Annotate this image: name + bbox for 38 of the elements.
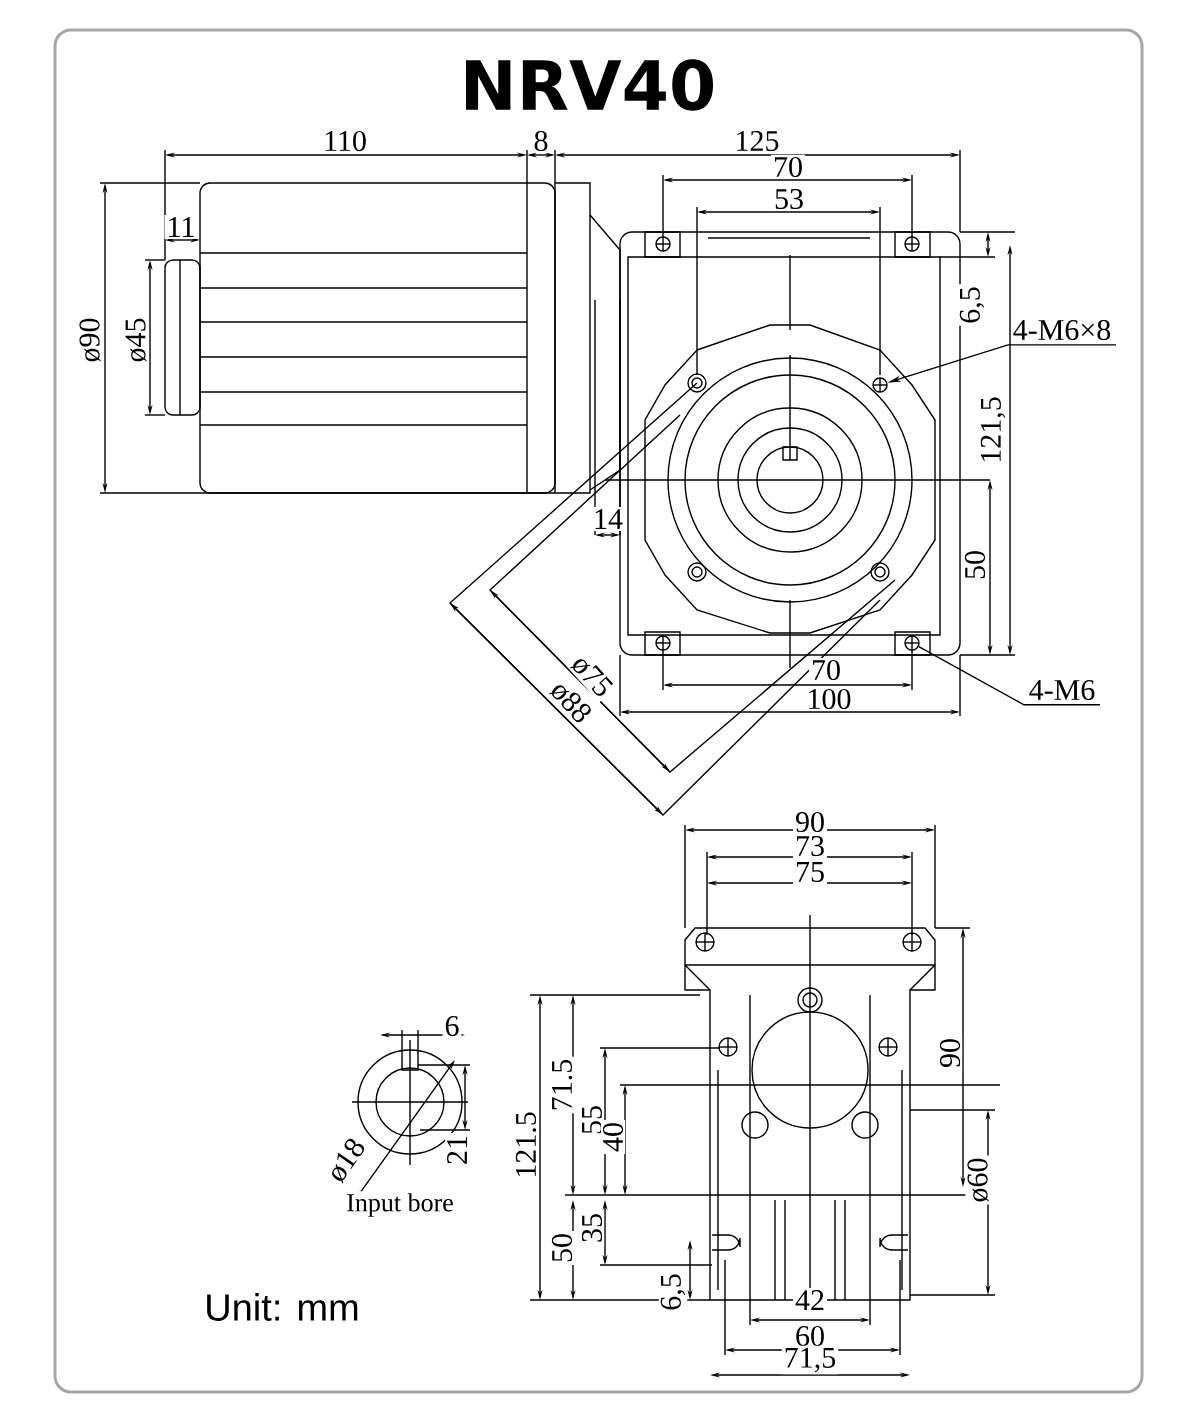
dimension-label: 110 [321,128,369,154]
dimension-label: 121,5 [978,394,1008,466]
hole [872,377,888,393]
dimension-label: 6,5 [658,1271,688,1313]
dimension-label: 11 [164,215,198,239]
dimension-label: 90 [937,1036,963,1070]
dimension-label: 100 [804,686,854,712]
dimension-label: 53 [772,186,806,212]
callout-text: 4-M6×8 [1013,319,1111,341]
dimension-label: 40 [600,1120,626,1154]
dimension-label: 125 [732,128,782,154]
caption: Input bore [344,1191,456,1219]
dimension-label: ø18 [321,1132,371,1188]
unit-note: Unit: mm [202,1291,362,1323]
dimension-label: 42 [793,1288,827,1312]
dimension-label: 35 [579,1211,605,1245]
dimension-label: 90 [793,809,827,835]
dimension-label: 70 [771,154,805,180]
title: NRV40 [466,59,714,111]
leader-line [918,646,1101,706]
dimension-label: 71.5 [549,1056,575,1114]
dimension-label: ø60 [965,1155,991,1205]
dimension-label: 71,5 [781,1345,839,1375]
dimension-label: 75 [793,860,827,884]
callout-text: 4-M6 [1029,679,1095,701]
dimension-label: 121.5 [513,1109,539,1181]
dimension-label: 6 [442,1013,462,1039]
dimension-label: 6,5 [957,284,987,326]
dimension-label: 21 [445,1133,469,1167]
hole [904,635,920,651]
dimension-label: 50 [549,1231,575,1265]
dimension-label: 73 [793,833,827,859]
dimension-label: 50 [962,548,988,582]
dimension-label: ø45 [123,315,149,365]
dimension-label: 70 [809,657,843,683]
dimension-label: 14 [591,507,625,531]
dimension-label: ø90 [77,315,103,365]
dimension-label: 8 [531,128,551,154]
